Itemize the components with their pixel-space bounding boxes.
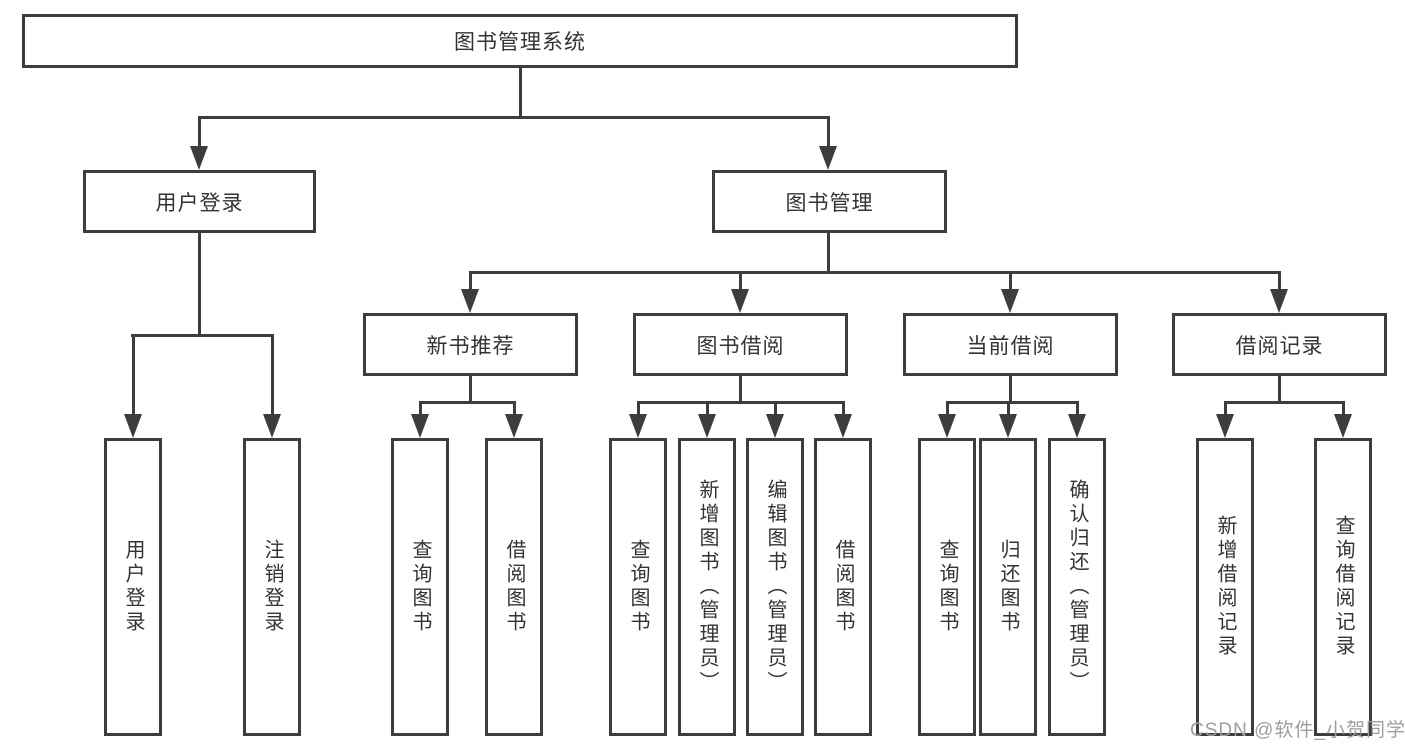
- leaf-br-query-record: 查询借阅记录: [1314, 438, 1372, 736]
- arrowhead-down-leaf-user-login: [124, 414, 142, 438]
- leaf-br-add-record-label: 新增借阅记录: [1214, 515, 1236, 659]
- csdn-watermark: CSDN @软件_小贺同学: [1190, 720, 1405, 741]
- connector-drop-book-management: [827, 116, 830, 150]
- leaf-logout-label: 注销登录: [261, 539, 283, 635]
- arrowhead-down-current-borrow: [1001, 289, 1019, 313]
- connector-root-stub: [519, 68, 522, 118]
- connector-drop-cb-query: [946, 401, 949, 416]
- leaf-nb-borrow-book-label: 借阅图书: [503, 539, 525, 635]
- leaf-bb-edit-book-admin: 编辑图书（管理员）: [746, 438, 804, 736]
- node-borrow-record-label: 借阅记录: [1235, 334, 1324, 358]
- arrowhead-down-cb-query: [938, 414, 956, 438]
- connector-borrow-record-branch: [1224, 401, 1345, 404]
- connector-book-borrow-stub: [739, 376, 742, 403]
- leaf-cb-return-book-label: 归还图书: [997, 539, 1019, 635]
- connector-drop-nb-borrow: [513, 401, 516, 416]
- connector-drop-leaf-logout: [271, 334, 274, 416]
- connector-root-branch: [198, 116, 830, 119]
- connector-book-management-stub: [827, 233, 830, 273]
- node-new-book-recommend: 新书推荐: [363, 313, 578, 376]
- leaf-cb-confirm-return-admin: 确认归还（管理员）: [1048, 438, 1106, 736]
- connector-drop-bb-add: [706, 401, 709, 416]
- arrowhead-down-cb-confirm: [1068, 414, 1086, 438]
- connector-book-management-branch: [469, 271, 1281, 274]
- connector-current-borrow-branch: [946, 401, 1079, 404]
- connector-new-book-stub: [469, 376, 472, 403]
- arrowhead-down-bb-edit: [766, 414, 784, 438]
- arrowhead-down-book-management: [819, 146, 837, 170]
- leaf-bb-query-book: 查询图书: [609, 438, 667, 736]
- arrowhead-down-new-book: [461, 289, 479, 313]
- connector-drop-bb-query: [637, 401, 640, 416]
- leaf-cb-query-book-label: 查询图书: [936, 539, 958, 635]
- connector-drop-cb-return: [1007, 401, 1010, 416]
- arrowhead-down-book-borrow: [731, 289, 749, 313]
- leaf-bb-borrow-book: 借阅图书: [814, 438, 872, 736]
- arrowhead-down-nb-query: [411, 414, 429, 438]
- arrowhead-down-bb-query: [629, 414, 647, 438]
- connector-drop-br-add: [1224, 401, 1227, 416]
- connector-drop-cb-confirm: [1076, 401, 1079, 416]
- leaf-logout: 注销登录: [243, 438, 301, 736]
- connector-new-book-branch: [419, 401, 516, 404]
- leaf-bb-borrow-book-label: 借阅图书: [832, 539, 854, 635]
- connector-user-login-stub: [198, 233, 201, 336]
- node-book-management-label: 图书管理: [785, 191, 874, 215]
- leaf-bb-add-book-admin: 新增图书（管理员）: [678, 438, 736, 736]
- node-current-borrow-label: 当前借阅: [966, 334, 1055, 358]
- connector-drop-book-borrow: [739, 271, 742, 291]
- node-book-borrow-label: 图书借阅: [696, 334, 785, 358]
- connector-drop-bb-edit: [774, 401, 777, 416]
- connector-drop-current-borrow: [1009, 271, 1012, 291]
- leaf-bb-query-book-label: 查询图书: [627, 539, 649, 635]
- node-user-login-label: 用户登录: [155, 191, 244, 215]
- connector-user-login-branch: [131, 334, 274, 337]
- leaf-bb-edit-book-admin-label: 编辑图书（管理员）: [764, 479, 786, 695]
- arrowhead-down-leaf-logout: [263, 414, 281, 438]
- leaf-cb-query-book: 查询图书: [918, 438, 976, 736]
- node-borrow-record: 借阅记录: [1172, 313, 1387, 376]
- connector-borrow-record-stub: [1278, 376, 1281, 403]
- arrowhead-down-br-query: [1334, 414, 1352, 438]
- connector-current-borrow-stub: [1009, 376, 1012, 403]
- node-current-borrow: 当前借阅: [903, 313, 1118, 376]
- node-root-label: 图书管理系统: [454, 31, 586, 54]
- connector-book-borrow-branch: [637, 401, 845, 404]
- node-book-management: 图书管理: [712, 170, 947, 233]
- connector-drop-bb-borrow: [842, 401, 845, 416]
- leaf-bb-add-book-admin-label: 新增图书（管理员）: [696, 479, 718, 695]
- leaf-user-login-label: 用户登录: [122, 539, 144, 635]
- leaf-cb-return-book: 归还图书: [979, 438, 1037, 736]
- leaf-br-add-record: 新增借阅记录: [1196, 438, 1254, 736]
- connector-drop-nb-query: [419, 401, 422, 416]
- arrowhead-down-bb-borrow: [834, 414, 852, 438]
- connector-drop-user-login: [198, 116, 201, 150]
- connector-drop-leaf-user-login: [132, 334, 135, 416]
- arrowhead-down-user-login: [190, 146, 208, 170]
- node-root: 图书管理系统: [22, 14, 1018, 68]
- leaf-br-query-record-label: 查询借阅记录: [1332, 515, 1354, 659]
- leaf-cb-confirm-return-admin-label: 确认归还（管理员）: [1066, 479, 1088, 695]
- arrowhead-down-bb-add: [698, 414, 716, 438]
- arrowhead-down-br-add: [1216, 414, 1234, 438]
- leaf-nb-query-book: 查询图书: [391, 438, 449, 736]
- node-user-login: 用户登录: [83, 170, 316, 233]
- node-new-book-recommend-label: 新书推荐: [426, 334, 515, 358]
- node-book-borrow: 图书借阅: [633, 313, 848, 376]
- connector-drop-br-query: [1342, 401, 1345, 416]
- leaf-user-login: 用户登录: [104, 438, 162, 736]
- arrowhead-down-cb-return: [999, 414, 1017, 438]
- arrowhead-down-nb-borrow: [505, 414, 523, 438]
- arrowhead-down-borrow-record: [1270, 289, 1288, 313]
- connector-drop-borrow-record: [1278, 271, 1281, 291]
- leaf-nb-query-book-label: 查询图书: [409, 539, 431, 635]
- connector-drop-new-book: [469, 271, 472, 291]
- leaf-nb-borrow-book: 借阅图书: [485, 438, 543, 736]
